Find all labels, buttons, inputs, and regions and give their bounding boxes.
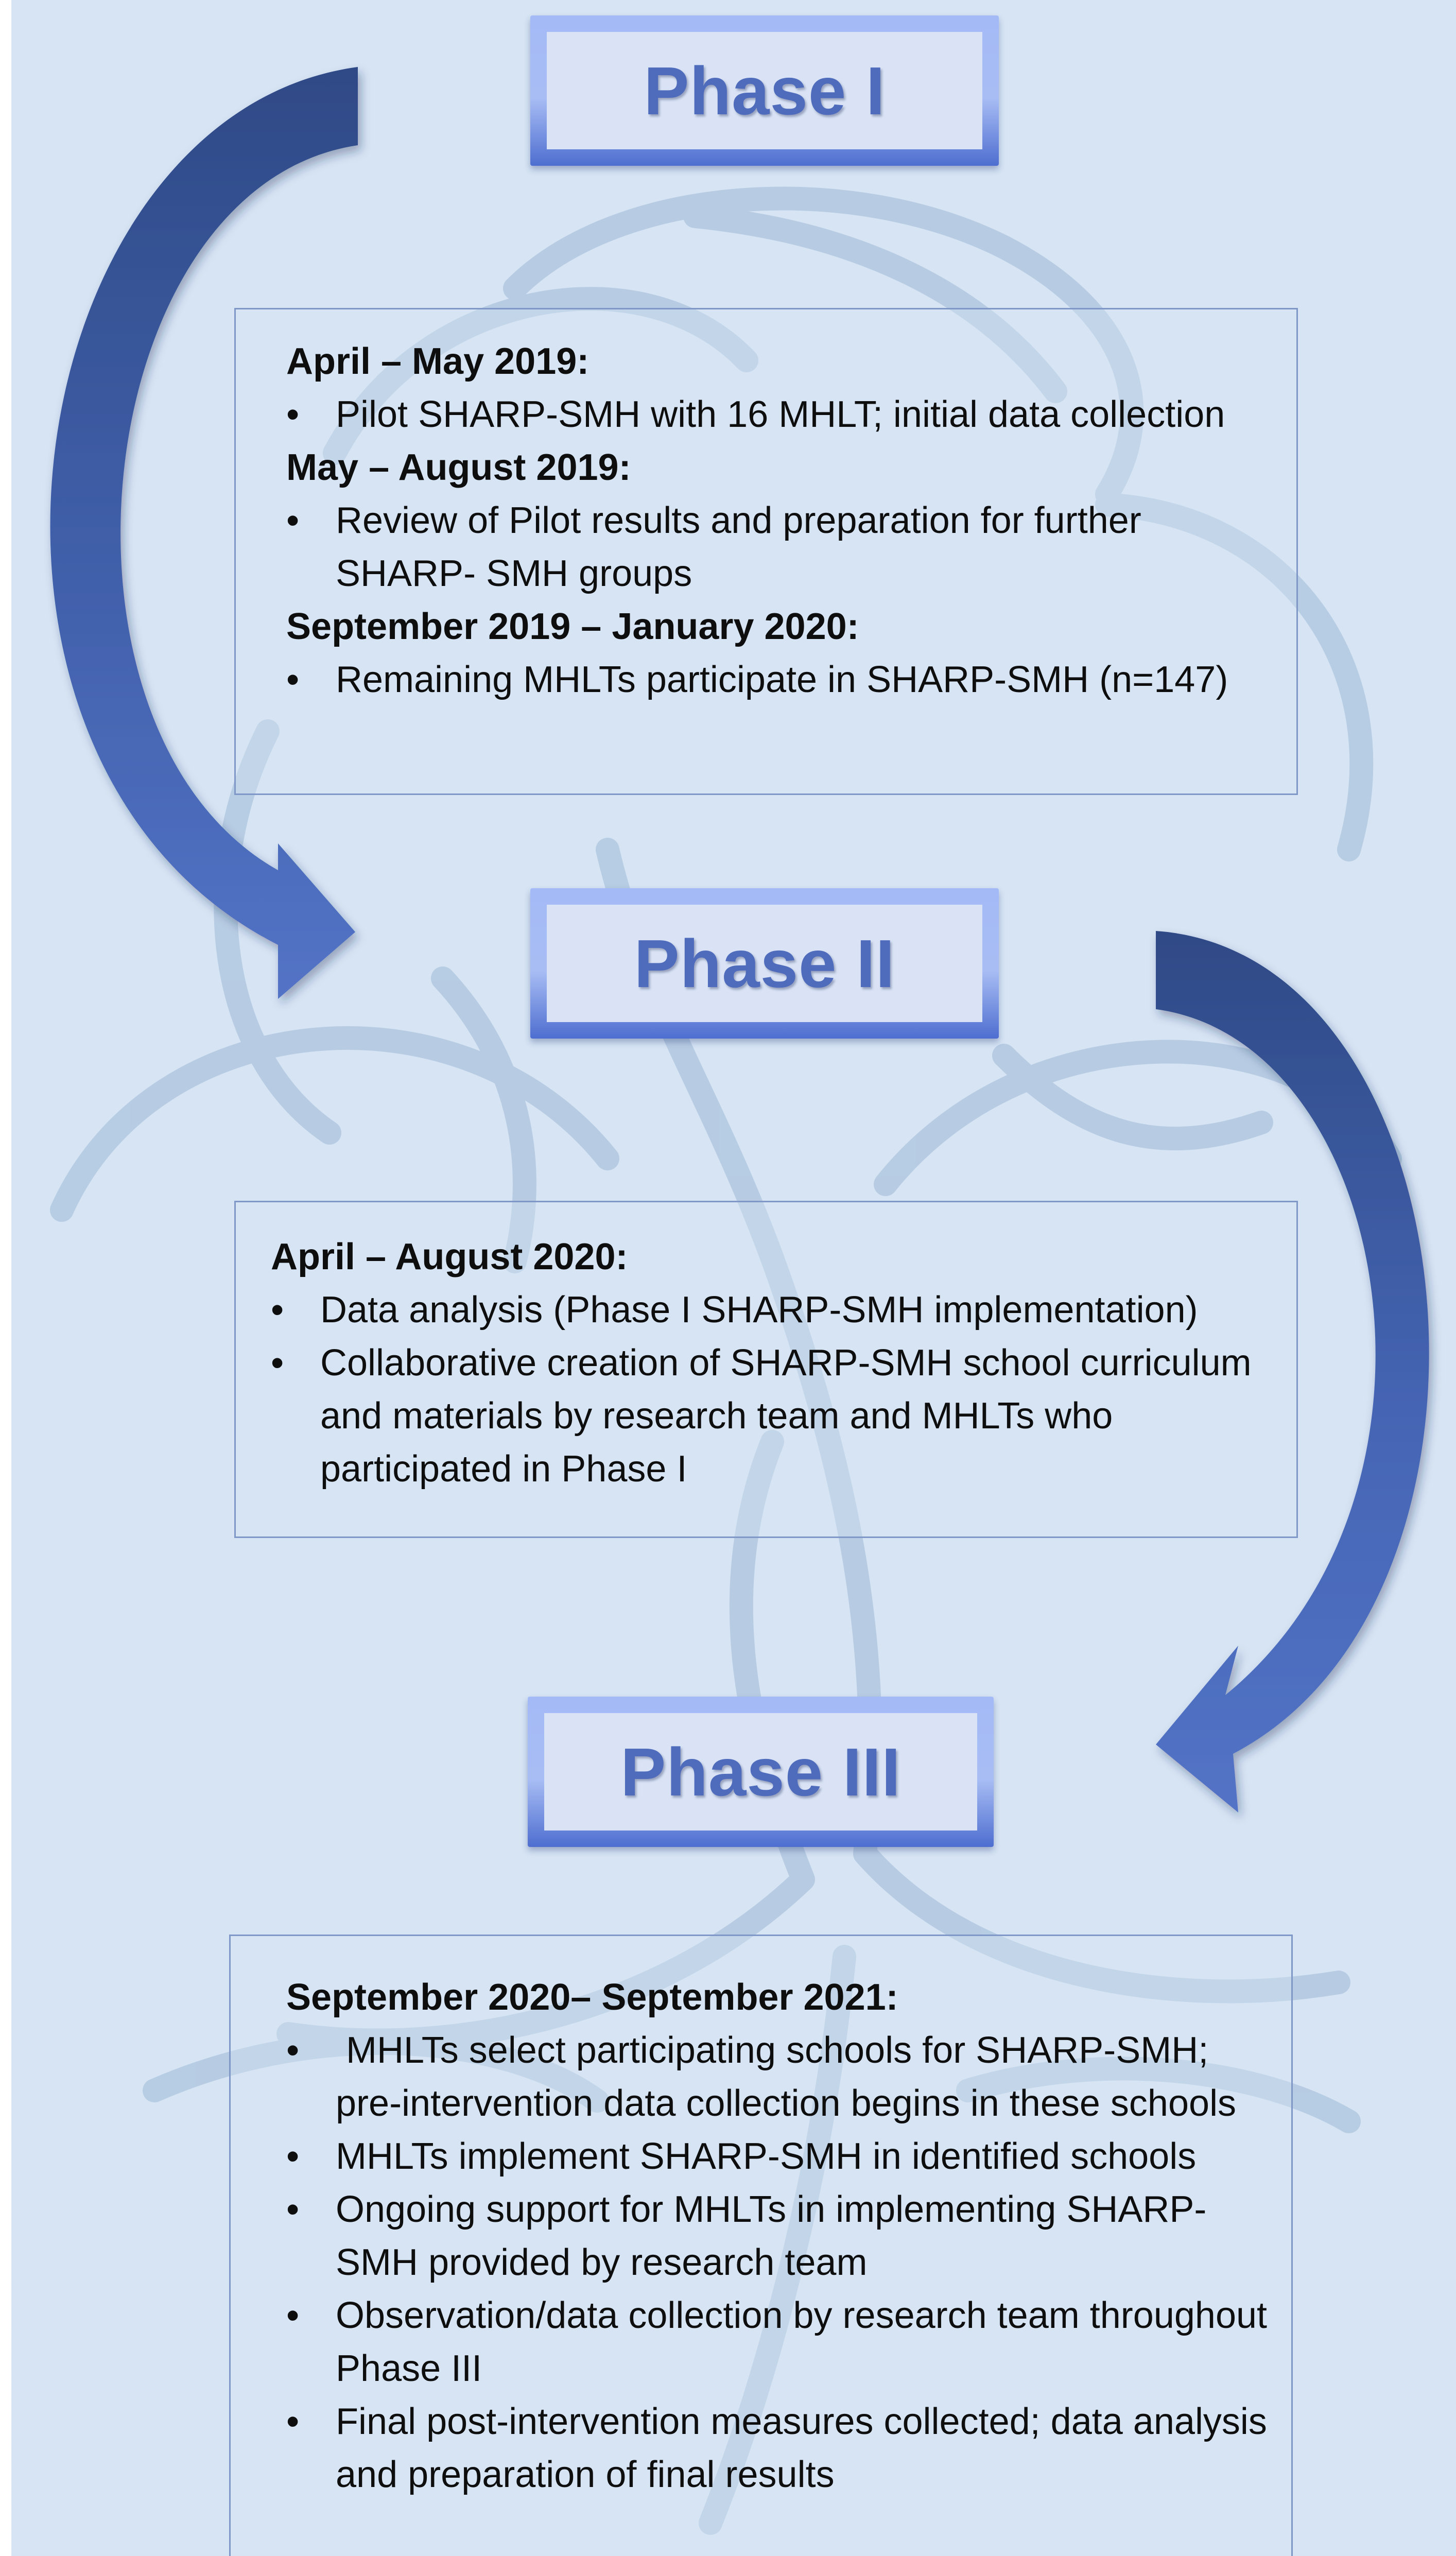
phase-1-period-3: September 2019 – January 2020:: [286, 606, 859, 647]
phase-2-title-box: Phase II: [530, 888, 999, 1039]
phase-1-item: Review of Pilot results and preparation …: [286, 494, 1281, 600]
phase-3-item: Ongoing support for MHLTs in implementin…: [286, 2183, 1276, 2289]
phase-1-period-1: April – May 2019:: [286, 341, 590, 382]
arrow-phase1-to-phase2: [50, 67, 358, 999]
phase-3-title-inner: Phase III: [544, 1713, 977, 1830]
phase-2-list-1: Data analysis (Phase I SHARP-SMH impleme…: [271, 1284, 1281, 1496]
phase-2-item: Data analysis (Phase I SHARP-SMH impleme…: [271, 1284, 1281, 1337]
phase-3-item: MHLTs implement SHARP-SMH in identified …: [286, 2130, 1276, 2183]
phase-2-section-1: April – August 2020: Data analysis (Phas…: [271, 1231, 1281, 1496]
phase-3-list-1: MHLTs select participating schools for S…: [286, 2024, 1276, 2501]
phase-3-item: Final post-intervention measures collect…: [286, 2395, 1276, 2501]
phase-1-period-2: May – August 2019:: [286, 447, 631, 488]
phase-2-item: Collaborative creation of SHARP-SMH scho…: [271, 1337, 1281, 1496]
phase-2-period-1: April – August 2020:: [271, 1236, 628, 1277]
phase-1-section-1: April – May 2019: Pilot SHARP-SMH with 1…: [286, 335, 1281, 441]
phase-2-details-box: April – August 2020: Data analysis (Phas…: [234, 1201, 1298, 1538]
phase-3-details-box: September 2020– September 2021: MHLTs se…: [229, 1935, 1293, 2556]
phase-3-item: MHLTs select participating schools for S…: [286, 2024, 1276, 2130]
phase-2-title: Phase II: [634, 925, 895, 1001]
phase-1-item: Remaining MHLTs participate in SHARP-SMH…: [286, 653, 1281, 706]
phase-3-title-box: Phase III: [528, 1697, 994, 1847]
phase-1-title-inner: Phase I: [547, 32, 982, 149]
phase-2-title-inner: Phase II: [547, 905, 982, 1022]
arrow-phase2-to-phase3: [1156, 931, 1429, 1812]
phase-1-list-3: Remaining MHLTs participate in SHARP-SMH…: [286, 653, 1281, 706]
phase-1-title-box: Phase I: [530, 15, 999, 166]
left-margin-strip: [0, 0, 11, 2556]
phase-1-title: Phase I: [644, 53, 886, 129]
phase-1-list-1: Pilot SHARP-SMH with 16 MHLT; initial da…: [286, 388, 1281, 441]
phase-3-section-1: September 2020– September 2021: MHLTs se…: [286, 1971, 1276, 2501]
phase-3-period-1: September 2020– September 2021:: [286, 1977, 898, 2018]
phase-1-list-2: Review of Pilot results and preparation …: [286, 494, 1281, 600]
phase-1-item: Pilot SHARP-SMH with 16 MHLT; initial da…: [286, 388, 1281, 441]
phase-1-section-3: September 2019 – January 2020: Remaining…: [286, 600, 1281, 706]
phase-3-title: Phase III: [620, 1734, 901, 1810]
phase-1-section-2: May – August 2019: Review of Pilot resul…: [286, 441, 1281, 600]
phase-1-details-box: April – May 2019: Pilot SHARP-SMH with 1…: [234, 308, 1298, 795]
phase-3-item: Observation/data collection by research …: [286, 2289, 1276, 2395]
